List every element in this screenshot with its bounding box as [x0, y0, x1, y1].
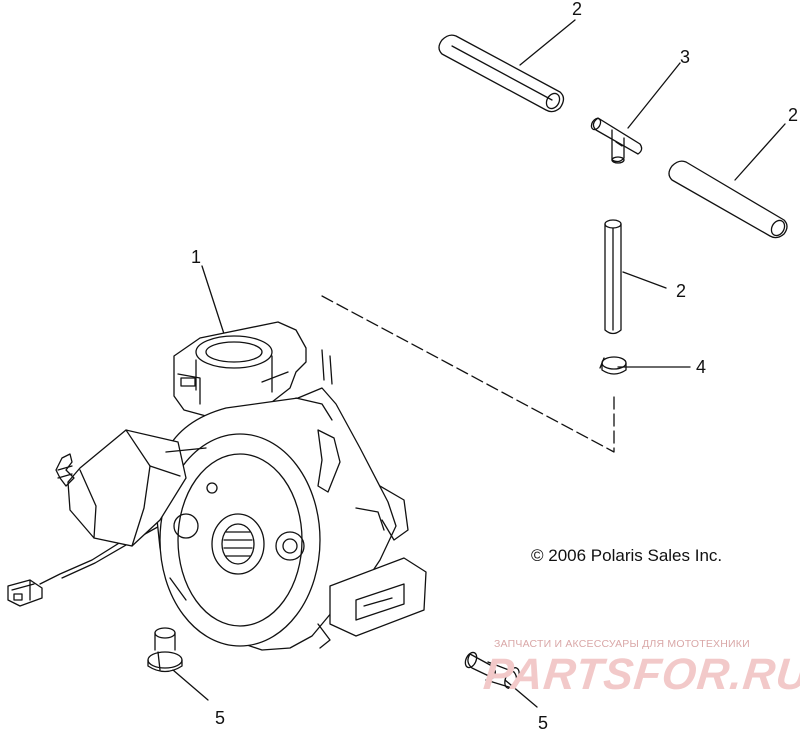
callout-5-right: 5	[538, 713, 549, 733]
callout-2-vertical: 2	[676, 281, 687, 301]
hose-clamp-icon	[599, 356, 627, 375]
vent-hose-icon	[668, 160, 788, 239]
copyright-notice: © 2006 Polaris Sales Inc.	[531, 546, 723, 565]
flange-bolt-icon	[464, 651, 520, 689]
vent-hose-icon	[438, 34, 565, 113]
watermark-tagline: ЗАПЧАСТИ И АКСЕССУАРЫ ДЛЯ МОТОТЕХНИКИ	[494, 638, 750, 650]
tee-fitting-icon	[590, 117, 643, 164]
callout-1: 1	[191, 247, 202, 267]
callout-4: 4	[696, 357, 707, 377]
callout-2-right: 2	[788, 105, 799, 125]
callout-3: 3	[680, 47, 691, 67]
watermark-logo: PARTSFOR.RU	[481, 650, 800, 699]
wire-connector-icon	[7, 579, 43, 607]
callout-2-top: 2	[572, 0, 583, 19]
gearcase-assembly-icon	[55, 321, 427, 651]
vent-hose-icon	[604, 219, 622, 335]
callout-5-left: 5	[215, 708, 226, 728]
flange-bolt-icon	[147, 627, 183, 673]
